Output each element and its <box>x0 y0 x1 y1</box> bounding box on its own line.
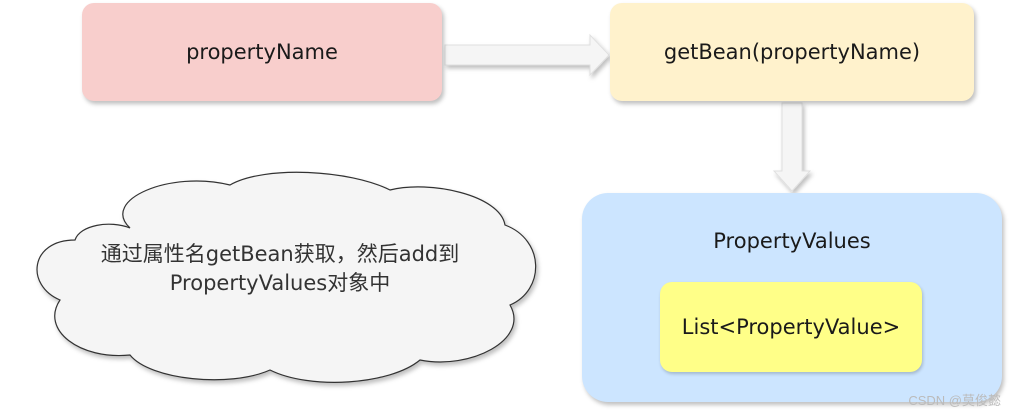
get-bean-label: getBean(propertyName) <box>663 40 921 64</box>
arrow-right <box>444 33 610 77</box>
note-cloud <box>36 171 537 383</box>
property-name-label: propertyName <box>186 40 338 64</box>
note-text: 通过属性名getBean获取，然后add到 PropertyValues对象中 <box>60 240 500 298</box>
property-name-node: propertyName <box>82 3 442 101</box>
arrow-down <box>772 102 812 192</box>
property-values-label: PropertyValues <box>713 229 871 253</box>
note-line-1: 通过属性名getBean获取，然后add到 <box>100 242 460 266</box>
note-line-2: PropertyValues对象中 <box>169 271 391 295</box>
get-bean-node: getBean(propertyName) <box>610 3 974 101</box>
watermark: CSDN @莫俊懿 <box>908 393 1001 408</box>
list-property-value-node: List<PropertyValue> <box>660 282 922 372</box>
list-property-value-label: List<PropertyValue> <box>681 315 901 339</box>
